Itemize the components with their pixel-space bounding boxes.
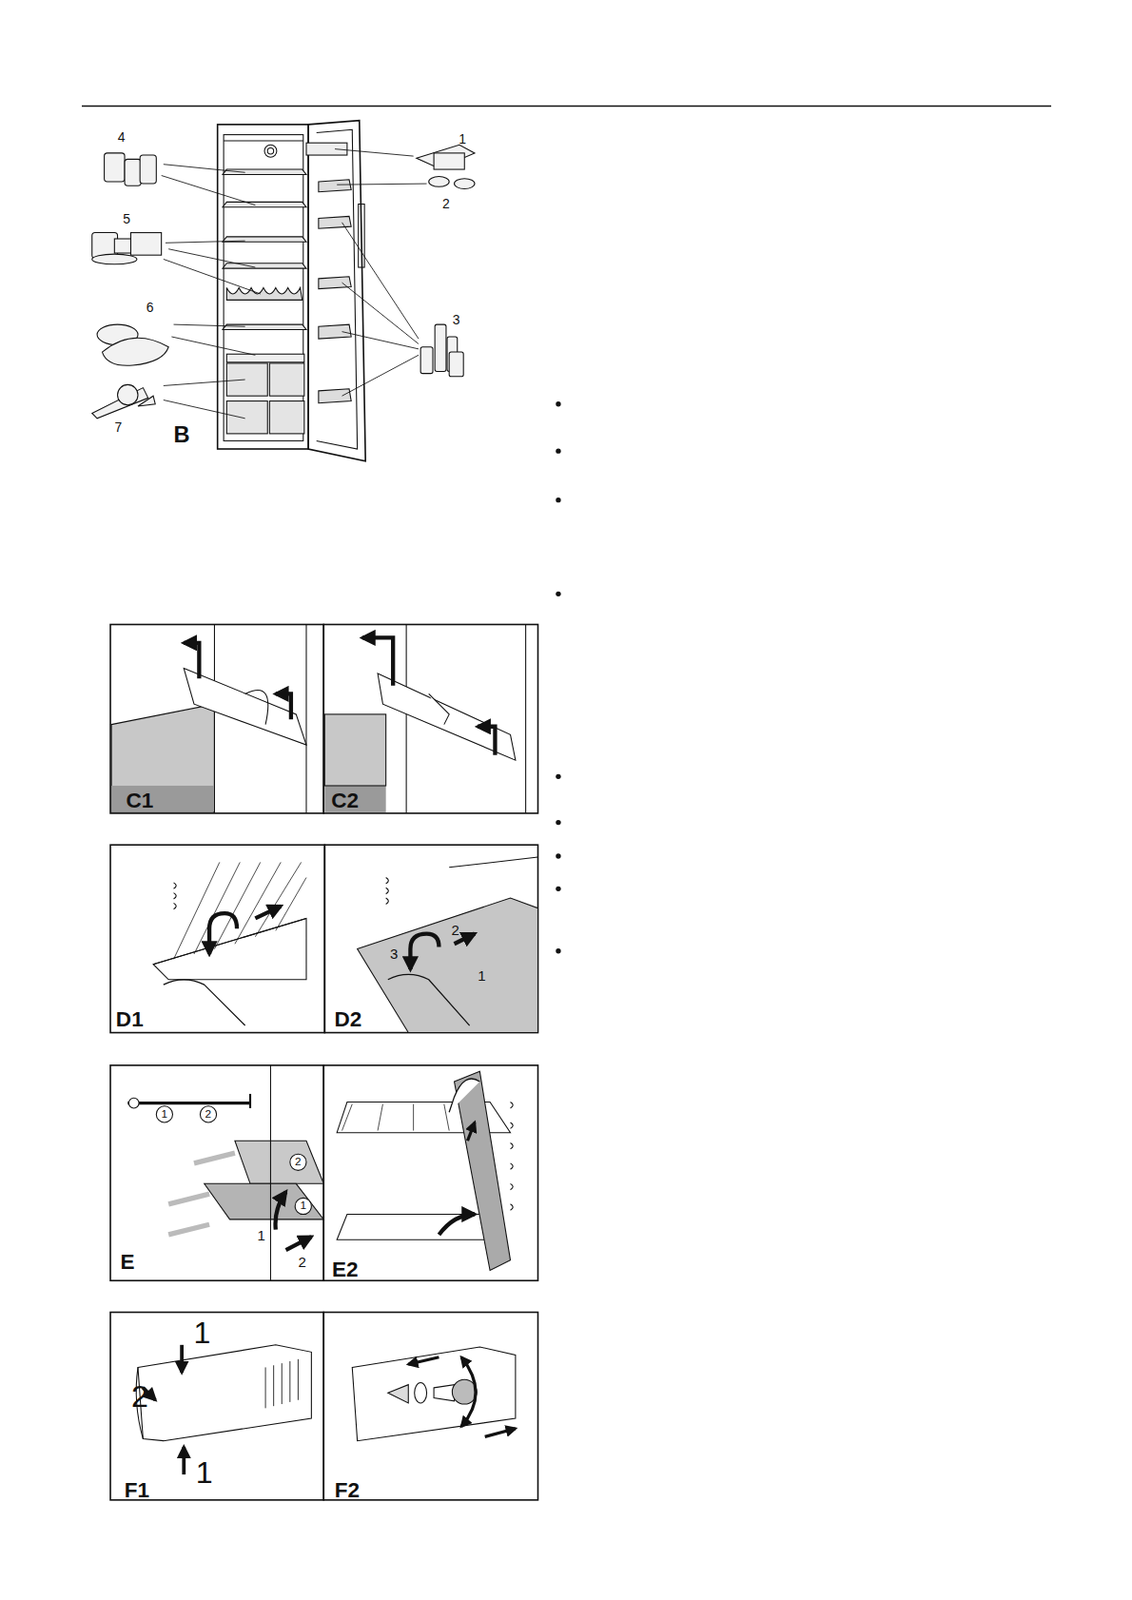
circled-number: 2 <box>294 1156 302 1169</box>
food-items <box>92 144 475 418</box>
step-number: 2 <box>450 922 459 937</box>
callout-number: 6 <box>146 301 155 315</box>
panel-f <box>110 1311 538 1500</box>
callout-number: 1 <box>458 133 467 147</box>
step-number: 2 <box>297 1255 306 1270</box>
panel-d <box>110 844 538 1033</box>
figure-label: B <box>173 424 190 448</box>
circled-number: 1 <box>299 1200 307 1212</box>
callout-number: 4 <box>117 131 126 145</box>
callout-number: 2 <box>442 197 450 212</box>
callout-number: 7 <box>115 421 123 435</box>
figure-label: E2 <box>331 1259 359 1282</box>
figure-label: D1 <box>116 1009 144 1032</box>
step-number: 1 <box>195 1457 214 1488</box>
step-number: 3 <box>390 947 398 962</box>
header-rule <box>81 105 1052 108</box>
figure-label: D2 <box>333 1009 362 1032</box>
panel-e <box>110 1065 538 1281</box>
figure-label: F2 <box>334 1479 360 1502</box>
circled-number: 1 <box>160 1109 168 1121</box>
bullet-dots <box>555 401 561 954</box>
callout-number: 5 <box>122 213 131 227</box>
step-number: 1 <box>257 1229 266 1244</box>
figure-label: C1 <box>126 790 155 813</box>
callout-number: 3 <box>452 313 461 328</box>
step-number: 2 <box>131 1381 149 1412</box>
step-number: 1 <box>194 1317 212 1348</box>
circled-number: 2 <box>205 1109 213 1121</box>
figure-label: E <box>120 1251 136 1274</box>
leader-lines <box>161 149 428 419</box>
step-number: 1 <box>477 968 486 983</box>
figure-label: F1 <box>124 1479 150 1502</box>
panel-c <box>110 624 538 813</box>
figure-label: C2 <box>331 790 359 813</box>
